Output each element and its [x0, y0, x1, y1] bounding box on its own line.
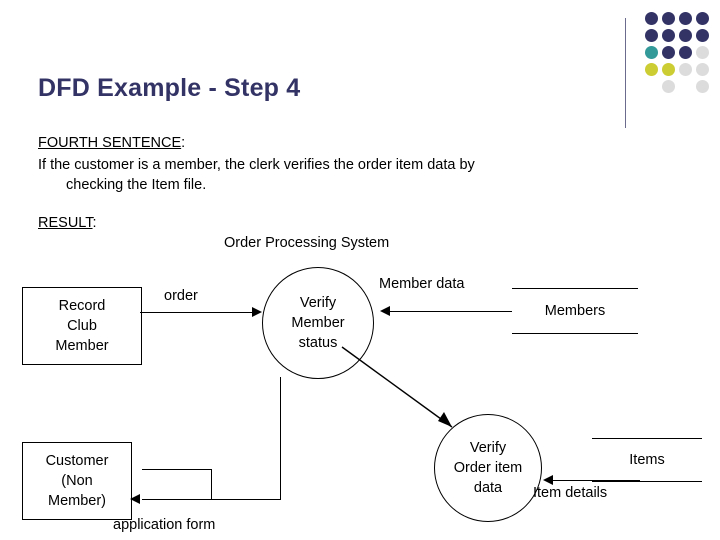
entity-line: Club: [67, 318, 97, 334]
result-heading: RESULT:: [38, 215, 97, 231]
flow-arrow-item-details: [543, 475, 553, 485]
flow-line-application-form-vertical: [280, 377, 281, 499]
datastore-label: Items: [629, 452, 665, 468]
dot: [662, 80, 675, 93]
result-heading-text: RESULT: [38, 215, 93, 231]
process-line: Verify: [299, 295, 337, 311]
entity-line: Member): [47, 493, 106, 509]
dot: [679, 46, 692, 59]
process-line: status: [298, 335, 338, 351]
process-line: Member: [291, 315, 345, 331]
datastore-top-line: [512, 288, 638, 289]
dot: [662, 29, 675, 42]
flow-line-item-details: [545, 480, 640, 481]
dot: [696, 80, 709, 93]
result-colon: :: [92, 215, 97, 231]
datastore-members[interactable]: Members: [512, 288, 638, 334]
dot: [645, 12, 658, 25]
entity-customer-non-member[interactable]: Customer (Non Member): [22, 442, 132, 520]
flow-line-application-form-stub-vertical: [211, 469, 212, 500]
flow-line-member-to-order-item: [341, 346, 453, 428]
flow-line-order: [140, 312, 253, 313]
header-vertical-rule: [625, 18, 626, 128]
dot: [645, 63, 658, 76]
process-verify-member-status[interactable]: Verify Member status: [262, 267, 374, 379]
dot: [645, 46, 658, 59]
datastore-label: Members: [544, 303, 606, 319]
entity-line: (Non: [61, 473, 93, 489]
flow-label-member-data: Member data: [379, 276, 465, 292]
entity-line: Member: [55, 338, 109, 354]
dot: [679, 63, 692, 76]
process-verify-order-item-data[interactable]: Verify Order item data: [434, 414, 542, 522]
dot: [679, 12, 692, 25]
flow-label-order: order: [164, 288, 198, 304]
datastore-items[interactable]: Items: [592, 438, 702, 482]
dot: [662, 63, 675, 76]
flow-arrow-application-form: [130, 494, 140, 504]
flow-label-application-form: application form: [113, 517, 216, 533]
dot: [696, 12, 709, 25]
dot: [679, 29, 692, 42]
system-boundary-label: Order Processing System: [224, 235, 390, 251]
flow-arrow-member-data: [380, 306, 390, 316]
flow-arrow-order: [252, 307, 262, 317]
fourth-sentence-line-2: checking the Item file.: [66, 177, 207, 193]
datastore-bottom-line: [512, 333, 638, 334]
entity-line: Customer: [45, 453, 109, 469]
process-line: Verify: [469, 440, 507, 456]
dot: [696, 46, 709, 59]
dot: [662, 46, 675, 59]
datastore-top-line: [592, 438, 702, 439]
decorative-dot-grid: [645, 12, 709, 117]
entity-record-club-member[interactable]: Record Club Member: [22, 287, 142, 365]
fourth-sentence-heading: FOURTH SENTENCE:: [38, 135, 185, 151]
page-title: DFD Example - Step 4: [38, 74, 301, 102]
entity-line: Record: [58, 298, 106, 314]
flow-line-application-form-stub: [142, 469, 212, 470]
dot: [662, 12, 675, 25]
dot: [696, 29, 709, 42]
process-line: data: [473, 480, 503, 496]
flow-label-item-details: Item details: [533, 485, 608, 501]
fourth-sentence-heading-text: FOURTH SENTENCE: [38, 135, 182, 151]
process-line: Order item: [453, 460, 523, 476]
fourth-sentence-colon: :: [181, 135, 186, 151]
dot: [696, 63, 709, 76]
flow-line-member-data: [382, 311, 512, 312]
dot: [645, 29, 658, 42]
fourth-sentence-line-1: If the customer is a member, the clerk v…: [38, 157, 475, 173]
datastore-bottom-line: [592, 481, 702, 482]
